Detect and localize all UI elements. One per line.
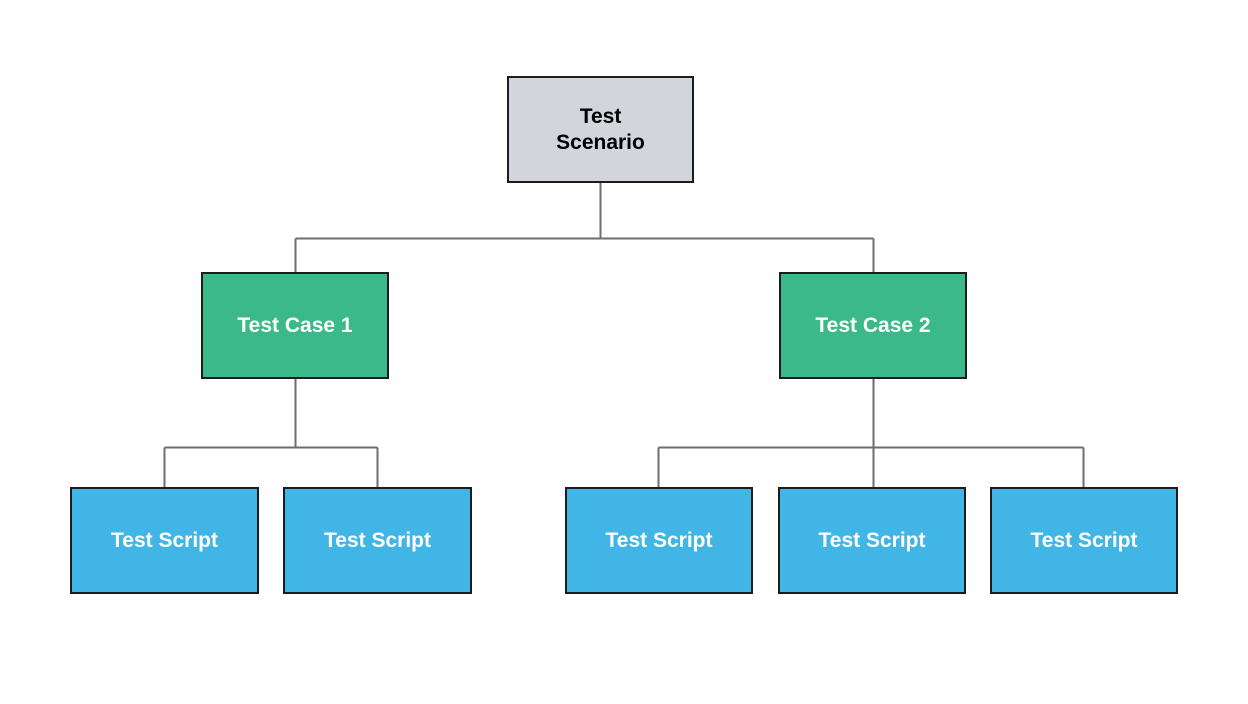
node-test-case-1[interactable]: Test Case 1 (201, 272, 389, 379)
node-test-script-1-label: Test Script (111, 528, 218, 552)
node-test-case-1-label: Test Case 1 (237, 313, 353, 337)
node-test-script-1[interactable]: Test Script (70, 487, 259, 594)
node-test-script-5[interactable]: Test Script (990, 487, 1178, 594)
node-test-script-3[interactable]: Test Script (565, 487, 753, 594)
node-test-scenario[interactable]: Test Scenario (507, 76, 694, 183)
node-test-script-4[interactable]: Test Script (778, 487, 966, 594)
node-test-script-2[interactable]: Test Script (283, 487, 472, 594)
node-test-scenario-label: Test Scenario (556, 104, 645, 154)
node-test-case-2-label: Test Case 2 (815, 313, 931, 337)
node-test-script-3-label: Test Script (605, 528, 713, 552)
node-test-script-5-label: Test Script (1030, 528, 1138, 552)
node-test-case-2[interactable]: Test Case 2 (779, 272, 967, 379)
node-test-script-2-label: Test Script (324, 528, 431, 552)
node-test-script-4-label: Test Script (818, 528, 926, 552)
